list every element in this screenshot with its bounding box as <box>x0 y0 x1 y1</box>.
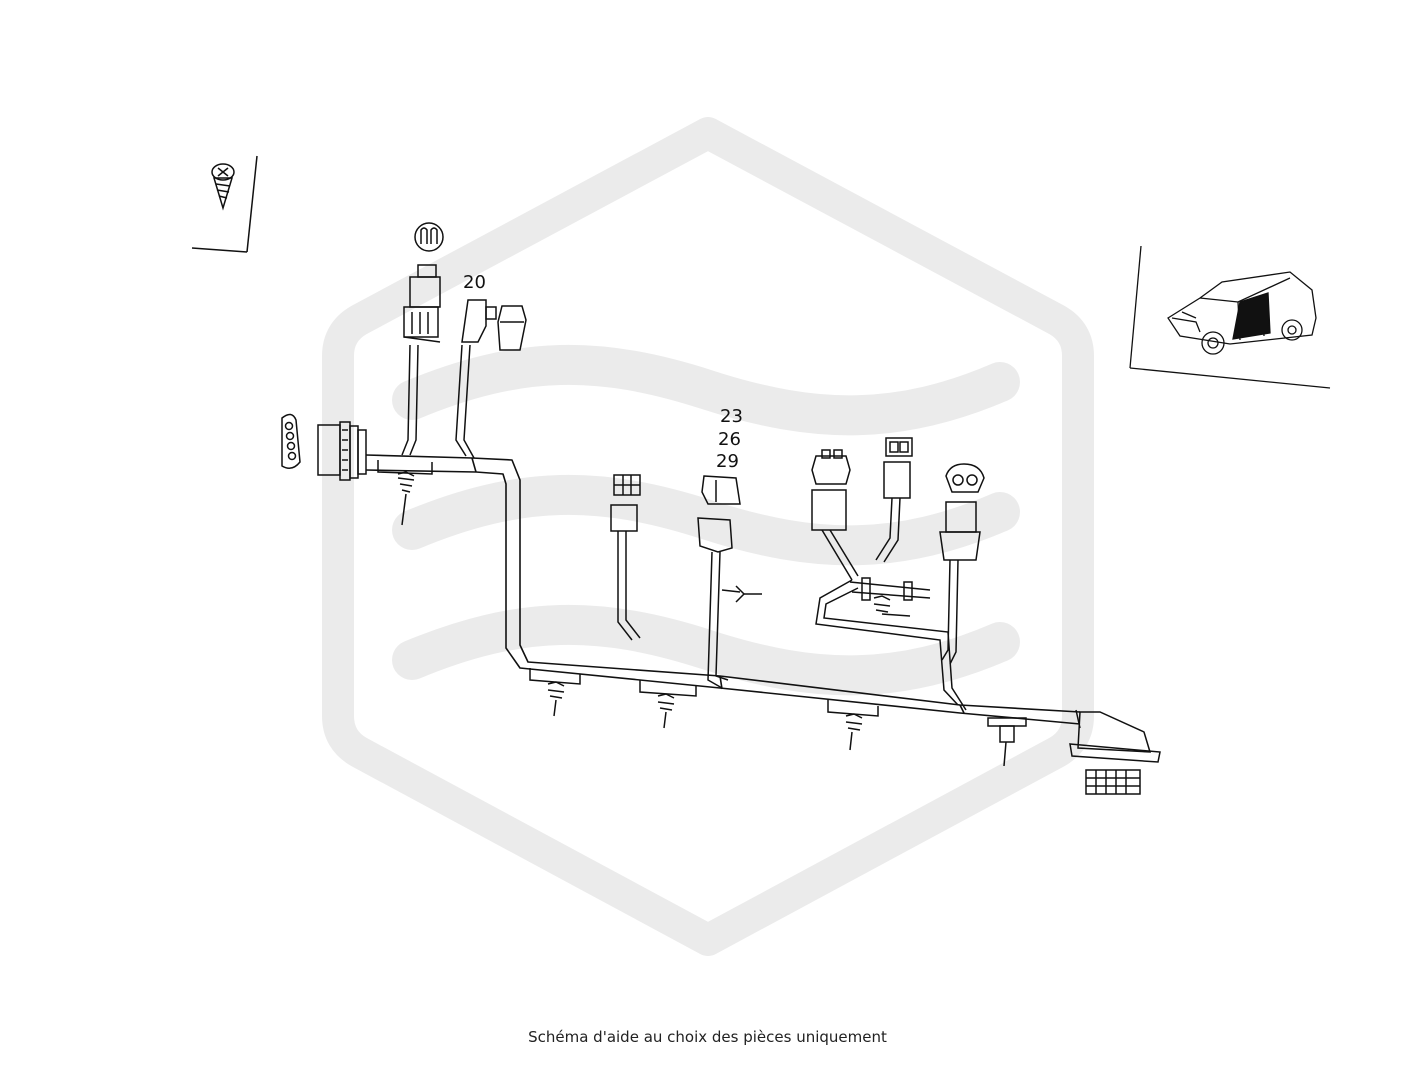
mid-connector-grid <box>610 474 641 641</box>
right-end-connector <box>1069 709 1161 795</box>
footer-caption: Schéma d'aide au choix des pièces unique… <box>528 1028 887 1046</box>
brand-watermark-icon <box>322 117 1094 956</box>
left-connector <box>317 421 367 481</box>
right-connector-b <box>875 437 913 563</box>
right-branch <box>815 577 967 711</box>
sensor-connector-20 <box>461 299 527 351</box>
screw-inset <box>191 155 258 253</box>
left-plug <box>281 413 301 469</box>
clip <box>529 668 581 717</box>
clip <box>377 460 433 526</box>
harness-clips <box>377 460 1027 767</box>
sensor-connector-1 <box>403 222 444 343</box>
clip <box>827 700 879 751</box>
callout-label: 26 <box>718 429 741 450</box>
vehicle-icon <box>1167 271 1317 355</box>
left-branches <box>401 344 475 459</box>
clip <box>873 595 911 617</box>
vehicle-inset <box>1129 245 1331 389</box>
right-connector-c <box>939 463 985 665</box>
clip <box>639 680 697 729</box>
screw-icon <box>211 163 235 211</box>
callout-label: 29 <box>716 451 739 472</box>
callout-label: 20 <box>463 272 486 293</box>
mid-connector-23 <box>697 475 762 689</box>
callout-label: 23 <box>720 406 743 427</box>
clip <box>987 717 1027 767</box>
right-connector-a <box>811 449 859 581</box>
